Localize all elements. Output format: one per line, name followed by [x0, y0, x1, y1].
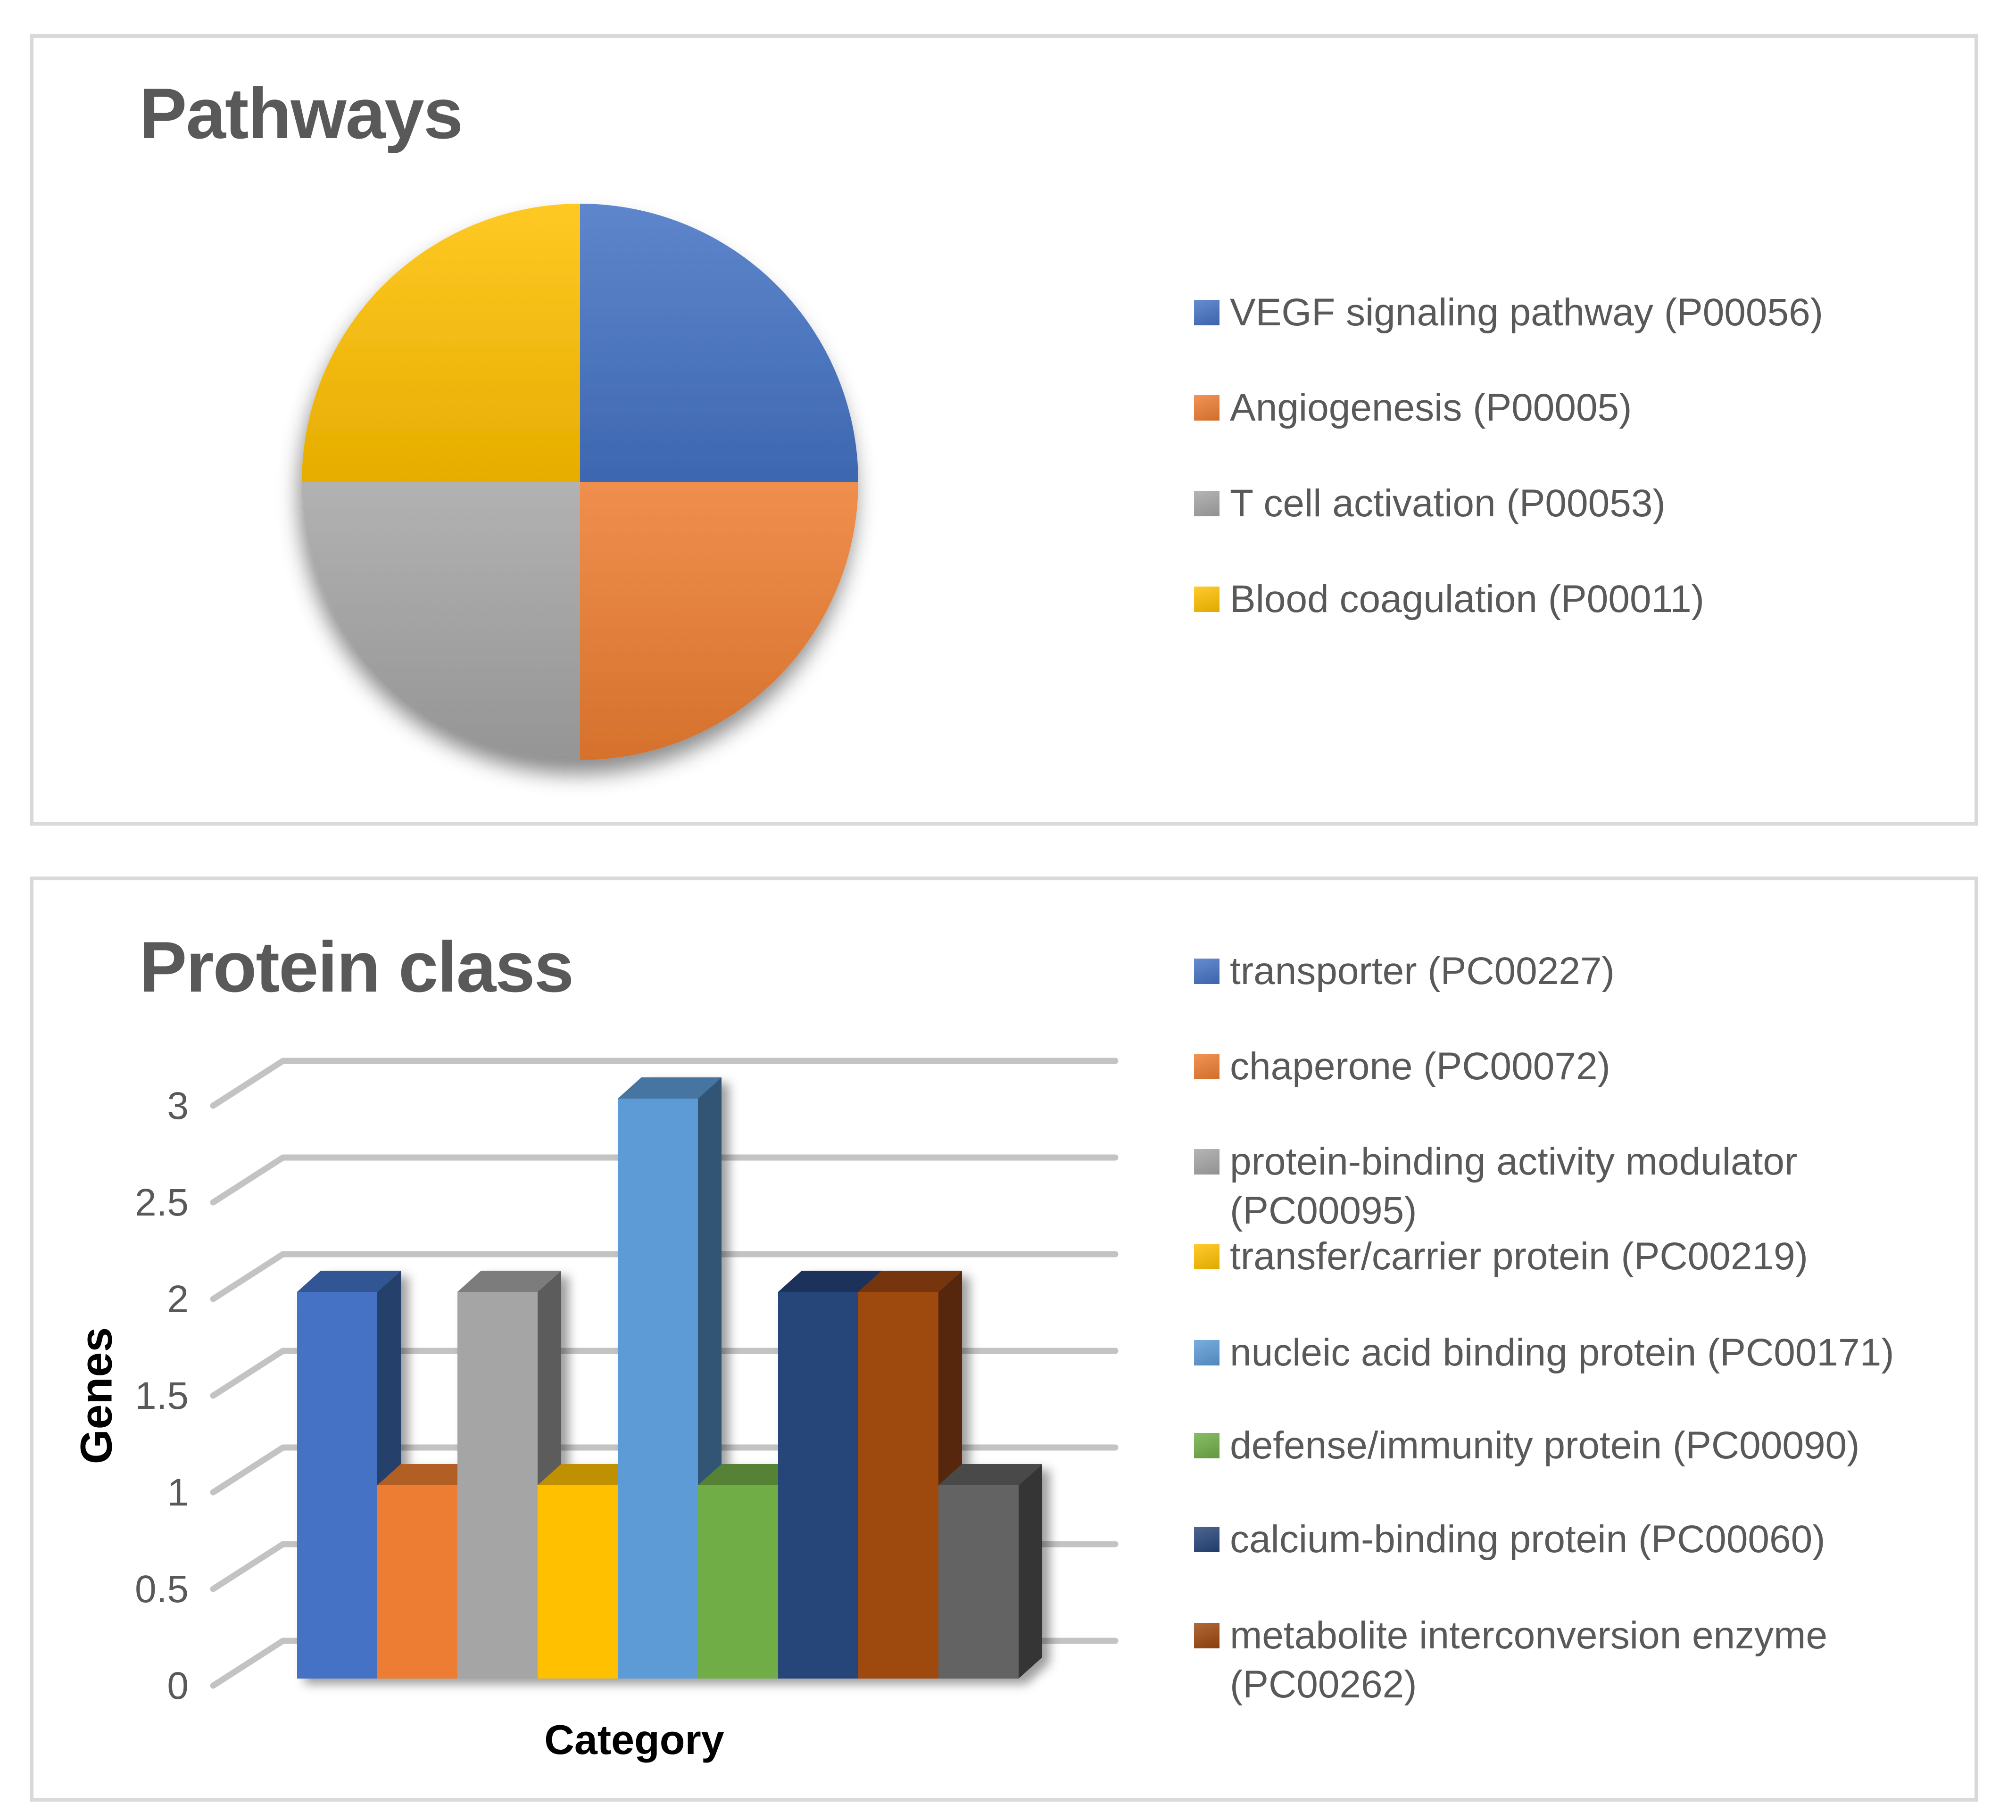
- legend-item-label: defense/immunity protein (PC00090): [1230, 1424, 1860, 1467]
- legend-item-label: T cell activation (P00053): [1230, 482, 1666, 525]
- legend-swatch-icon: [1194, 1340, 1220, 1365]
- legend-item-label: nucleic acid binding protein (PC00171): [1230, 1331, 1894, 1374]
- legend-item-label: Blood coagulation (P00011): [1230, 578, 1704, 620]
- legend-item-label: transfer/carrier protein (PC00219): [1230, 1235, 1808, 1278]
- legend-swatch-icon: [1194, 1433, 1220, 1458]
- x-axis-title: Category: [544, 1716, 724, 1763]
- legend-item-label: transporter (PC00227): [1230, 950, 1615, 993]
- legend-swatch-icon: [1194, 395, 1220, 421]
- legend-item-label: Angiogenesis (P00005): [1230, 386, 1632, 429]
- legend-item-label: calcium-binding protein (PC00060): [1230, 1518, 1825, 1561]
- legend-item: T cell activation (P00053): [1194, 479, 1666, 528]
- legend-item: protein-binding activity modulator (PC00…: [1194, 1137, 1797, 1235]
- legend-item: VEGF signaling pathway (P00056): [1194, 288, 1823, 337]
- legend-swatch-icon: [1194, 587, 1220, 612]
- y-axis-title: Genes: [71, 1327, 122, 1464]
- legend-item-label: VEGF signaling pathway (P00056): [1230, 291, 1824, 334]
- legend-item-label: metabolite interconversion enzyme (PC002…: [1230, 1614, 1828, 1706]
- legend-swatch-icon: [1194, 1623, 1220, 1648]
- legend-swatch-icon: [1194, 959, 1220, 984]
- legend-swatch-icon: [1194, 1149, 1220, 1175]
- legend-swatch-icon: [1194, 491, 1220, 516]
- legend-item: transporter (PC00227): [1194, 947, 1615, 996]
- legend-swatch-icon: [1194, 1054, 1220, 1079]
- legend-item: chaperone (PC00072): [1194, 1042, 1610, 1091]
- legend-swatch-icon: [1194, 300, 1220, 325]
- legend-item: transfer/carrier protein (PC00219): [1194, 1232, 1808, 1281]
- protein-class-title: Protein class: [139, 927, 574, 1007]
- legend-item-label: protein-binding activity modulator (PC00…: [1230, 1140, 1798, 1232]
- legend-item: nucleic acid binding protein (PC00171): [1194, 1328, 1894, 1377]
- legend-item-label: chaperone (PC00072): [1230, 1045, 1610, 1088]
- legend-item: calcium-binding protein (PC00060): [1194, 1515, 1825, 1564]
- legend-swatch-icon: [1194, 1527, 1220, 1552]
- legend-item: metabolite interconversion enzyme (PC002…: [1194, 1611, 1827, 1709]
- legend-item: Angiogenesis (P00005): [1194, 383, 1632, 432]
- pathways-title: Pathways: [139, 74, 463, 154]
- legend-item: defense/immunity protein (PC00090): [1194, 1421, 1859, 1470]
- legend-item: Blood coagulation (P00011): [1194, 575, 1704, 624]
- legend-swatch-icon: [1194, 1244, 1220, 1269]
